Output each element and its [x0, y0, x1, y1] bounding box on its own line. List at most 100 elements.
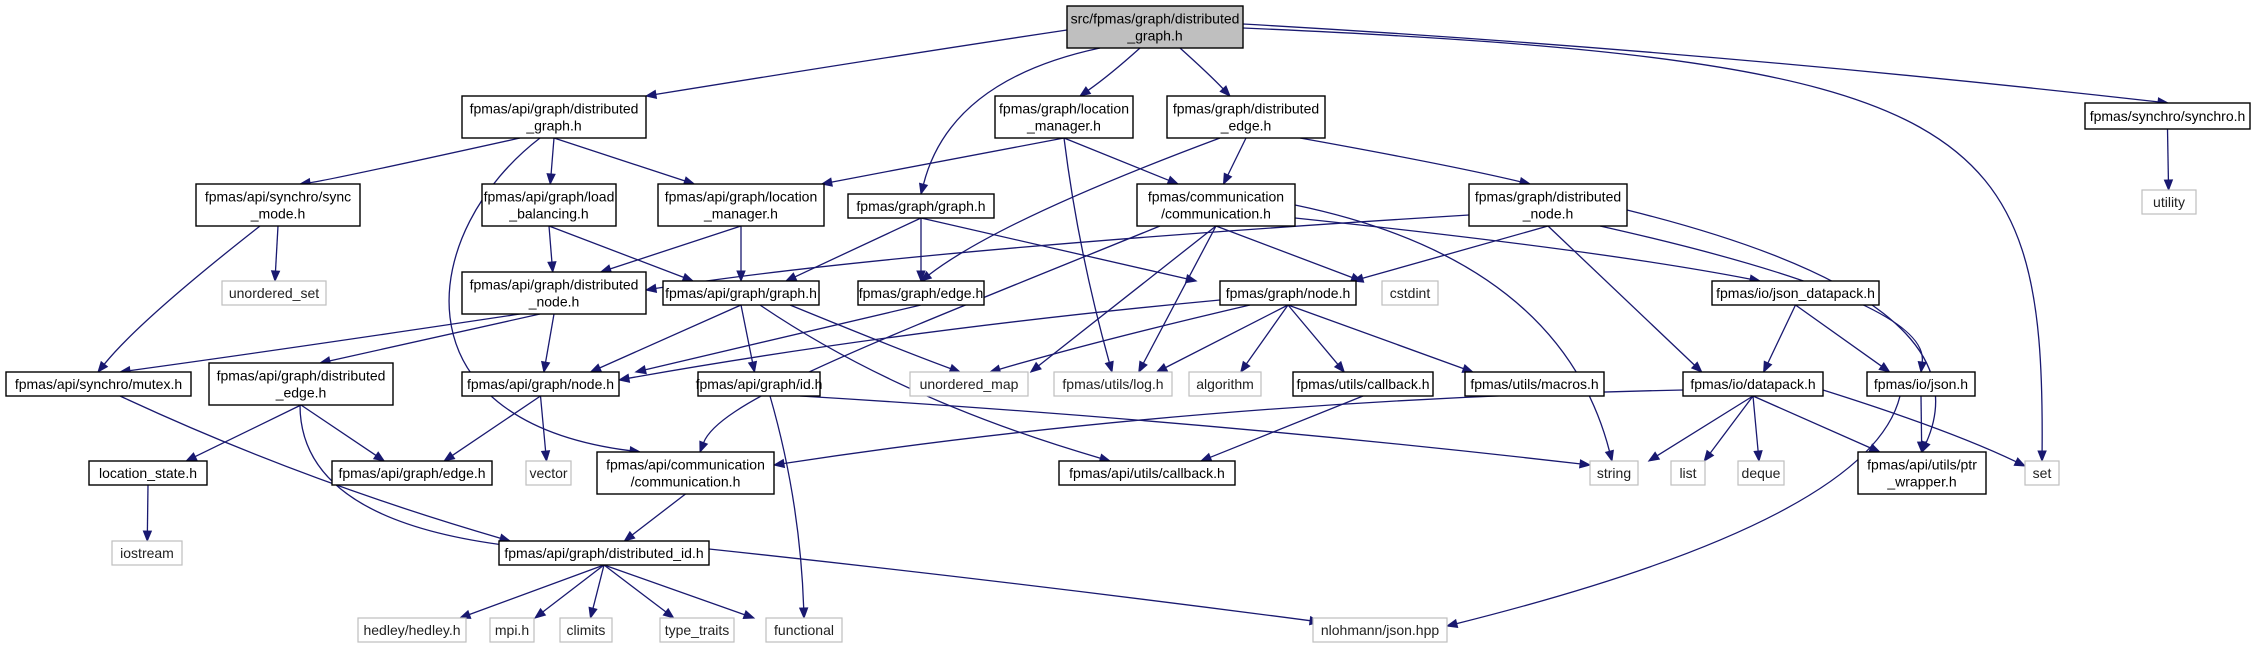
node-label: fpmas/api/synchro/sync: [205, 189, 351, 205]
node-label: fpmas/graph/location: [999, 101, 1129, 117]
node-label: fpmas/utils/macros.h: [1470, 376, 1598, 392]
dependency-edges: [97, 23, 2174, 629]
edge-api_graph-to-unordered_map: [789, 304, 962, 373]
edge-g_node-to-unordered_map: [988, 304, 1251, 374]
node-api-dn[interactable]: fpmas/api/graph/distributed_node.h: [461, 271, 647, 315]
node-label: utility: [2153, 194, 2185, 210]
node-label: _edge.h: [1220, 118, 1272, 134]
node-label: set: [2033, 465, 2052, 481]
arrowhead-icon: [541, 360, 551, 374]
arrowhead-icon: [1916, 441, 1927, 454]
edge-line: [1752, 395, 1871, 449]
edge-line: [831, 137, 1065, 183]
node-box: [498, 540, 710, 566]
node-log: fpmas/utils/log.h: [1053, 371, 1173, 397]
node-box: [659, 617, 735, 643]
node-label: src/fpmas/graph/distributed: [1071, 11, 1240, 27]
edge-line: [1299, 137, 1521, 183]
node-g-edge[interactable]: fpmas/graph/edge.h: [857, 280, 985, 306]
node-label: _manager.h: [1026, 118, 1101, 134]
node-api-lm[interactable]: fpmas/api/graph/location_manager.h: [657, 183, 825, 227]
node-api-node[interactable]: fpmas/api/graph/node.h: [461, 371, 620, 397]
node-label: fpmas/synchro/synchro.h: [2090, 108, 2246, 124]
edge-line: [599, 304, 742, 369]
node-ptr-wrapper[interactable]: fpmas/api/utils/ptr_wrapper.h: [1857, 451, 1987, 495]
edge-g_node-to-log: [1155, 304, 1289, 373]
arrowhead-icon: [681, 272, 695, 282]
edge-line: [1656, 395, 1754, 457]
arrowhead-icon: [772, 458, 786, 469]
node-json[interactable]: fpmas/io/json.h: [1866, 371, 1976, 397]
node-macros[interactable]: fpmas/utils/macros.h: [1464, 371, 1605, 397]
edge-sync_mode-to-unordered_set: [270, 225, 281, 283]
node-loc-state[interactable]: location_state.h: [88, 460, 208, 486]
edge-line: [655, 214, 1470, 290]
edge-loc_state-to-iostream: [142, 484, 153, 543]
arrowhead-icon: [1199, 452, 1213, 462]
node-api-id[interactable]: fpmas/api/graph/id.h: [696, 371, 823, 397]
node-sync-mode[interactable]: fpmas/api/synchro/sync_mode.h: [195, 183, 361, 227]
node-label: fpmas/graph/node.h: [1226, 285, 1351, 301]
arrowhead-icon: [1333, 360, 1346, 374]
node-box: [221, 280, 327, 306]
node-api-comm[interactable]: fpmas/api/communication/communication.h: [596, 451, 775, 495]
node-label: fpmas/io/json.h: [1874, 376, 1968, 392]
node-json-dp[interactable]: fpmas/io/json_datapack.h: [1711, 280, 1880, 306]
edge-api_node-to-api_edge: [443, 395, 541, 462]
node-api-de[interactable]: fpmas/api/graph/distributed_edge.h: [208, 362, 394, 406]
node-g-graph[interactable]: fpmas/graph/graph.h: [847, 193, 995, 219]
edge-line: [1767, 304, 1797, 364]
edge-root-to-g_lm: [1078, 47, 1141, 97]
node-label: fpmas/utils/log.h: [1062, 376, 1163, 392]
node-label: fpmas/graph/edge.h: [859, 285, 984, 301]
edge-g_de-to-comm: [1222, 137, 1247, 186]
node-nlohmann: nlohmann/json.hpp: [1312, 617, 1448, 643]
edge-line: [1709, 395, 1754, 454]
edge-g_edge-to-api_node: [634, 304, 922, 375]
node-g-de[interactable]: fpmas/graph/distributed_edge.h: [1166, 95, 1326, 139]
node-datapack[interactable]: fpmas/io/datapack.h: [1682, 371, 1824, 397]
arrowhead-icon: [1166, 175, 1180, 185]
node-comm[interactable]: fpmas/communication/communication.h: [1136, 183, 1296, 227]
node-load-bal[interactable]: fpmas/api/graph/load_balancing.h: [481, 183, 617, 227]
edge-line: [1227, 137, 1247, 176]
arrowhead-icon: [1604, 449, 1614, 463]
edge-g_node-to-api_node: [617, 299, 1221, 383]
edge-g_node-to-algorithm: [1239, 304, 1289, 374]
node-api-cb[interactable]: fpmas/api/utils/callback.h: [1058, 460, 1236, 486]
edge-comm-to-cstdint: [1215, 225, 1363, 282]
node-g-lm[interactable]: fpmas/graph/location_manager.h: [994, 95, 1134, 139]
edge-line: [928, 137, 1221, 276]
arrowhead-icon: [533, 607, 547, 619]
node-dist-id[interactable]: fpmas/api/graph/distributed_id.h: [498, 540, 710, 566]
node-label: iostream: [120, 545, 174, 561]
edge-api_comm-to-dist_id: [623, 493, 686, 542]
node-box: [847, 193, 995, 219]
edge-comm-to-json_dp: [1294, 217, 1762, 284]
arrowhead-icon: [1461, 363, 1475, 373]
node-cstdint: cstdint: [1381, 280, 1439, 306]
arrowhead-icon: [1878, 362, 1891, 373]
node-box: [1857, 451, 1987, 495]
arrowhead-icon: [699, 440, 709, 454]
node-g-node[interactable]: fpmas/graph/node.h: [1219, 280, 1357, 306]
edge-api_graph-to-api_node: [589, 304, 742, 373]
node-box: [2141, 189, 2197, 215]
node-box: [1136, 183, 1296, 227]
node-api-dg[interactable]: fpmas/api/graph/distributed_graph.h: [461, 95, 647, 139]
node-g-dn[interactable]: fpmas/graph/distributed_node.h: [1468, 183, 1628, 227]
node-label: unordered_map: [920, 376, 1019, 392]
node-api-edge[interactable]: fpmas/api/graph/edge.h: [331, 460, 493, 486]
node-root[interactable]: src/fpmas/graph/distributed_graph.h: [1066, 5, 1244, 49]
node-label: fpmas/api/graph/graph.h: [665, 285, 817, 301]
node-api-graph[interactable]: fpmas/api/graph/graph.h: [662, 280, 820, 306]
node-u-cb[interactable]: fpmas/utils/callback.h: [1292, 371, 1434, 397]
arrowhead-icon: [1351, 273, 1365, 283]
node-mutex[interactable]: fpmas/api/synchro/mutex.h: [5, 371, 192, 397]
edge-line: [603, 564, 667, 613]
node-sync-h[interactable]: fpmas/synchro/synchro.h: [2084, 102, 2251, 130]
edge-api_node-to-vector: [539, 395, 551, 463]
edge-line: [1362, 225, 1549, 279]
node-box: [481, 183, 617, 227]
edge-datapack-to-deque: [1752, 395, 1763, 463]
